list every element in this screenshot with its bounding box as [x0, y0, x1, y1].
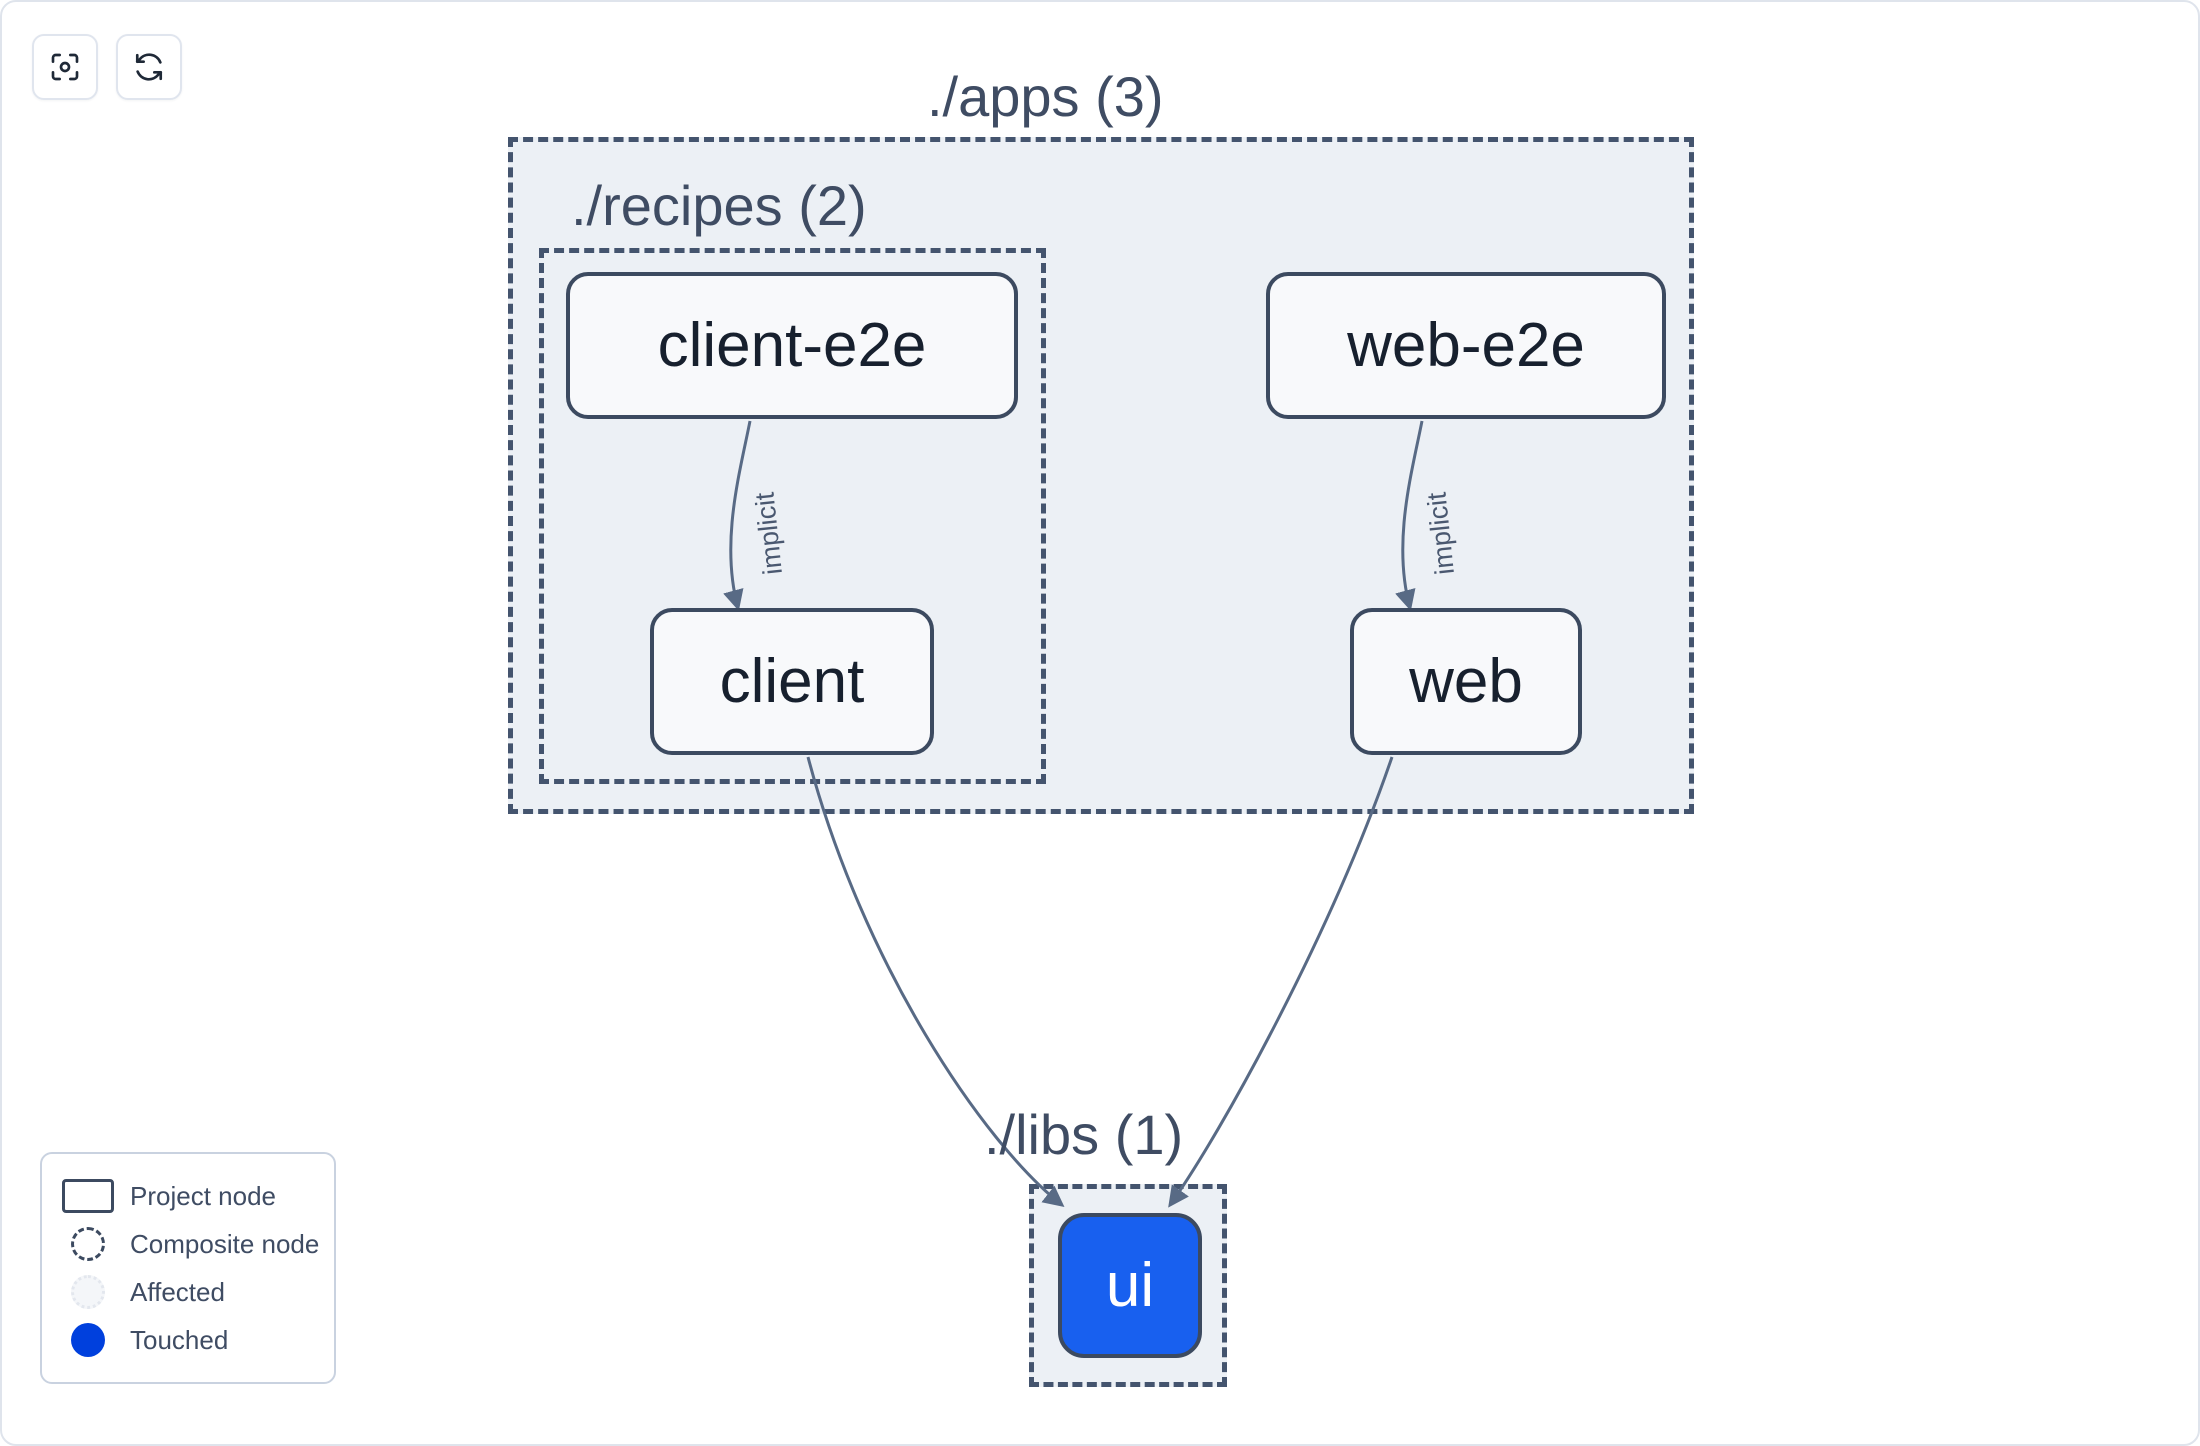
affected-swatch-icon	[60, 1275, 116, 1309]
focus-target-icon	[49, 51, 81, 83]
focus-graph-button[interactable]	[32, 34, 98, 100]
legend-label-touched: Touched	[130, 1325, 229, 1355]
node-client-e2e[interactable]: client-e2e	[566, 272, 1018, 419]
composite-node-swatch-icon	[60, 1227, 116, 1261]
legend-label-composite-node: Composite node	[130, 1229, 320, 1259]
group-label-apps: ./apps (3)	[927, 65, 1164, 128]
refresh-sync-icon	[133, 51, 165, 83]
project-node-swatch-icon	[60, 1179, 116, 1213]
graph-legend: Project node Composite node Affected Tou…	[40, 1152, 336, 1384]
edge-web-to-ui	[1168, 756, 1394, 1208]
legend-label-project-node: Project node	[130, 1181, 276, 1211]
node-web-e2e[interactable]: web-e2e	[1266, 272, 1666, 419]
node-label-ui: ui	[1105, 1250, 1155, 1320]
node-client[interactable]: client	[650, 608, 934, 755]
touched-swatch-icon	[60, 1323, 116, 1357]
graph-toolbar	[32, 34, 182, 100]
group-label-recipes: ./recipes (2)	[571, 174, 867, 237]
legend-item-touched: Touched	[60, 1316, 314, 1364]
legend-item-affected: Affected	[60, 1268, 314, 1316]
node-label-client: client	[719, 646, 865, 716]
refresh-graph-button[interactable]	[116, 34, 182, 100]
node-label-web-e2e: web-e2e	[1347, 310, 1585, 380]
legend-item-project-node: Project node	[60, 1172, 314, 1220]
group-label-libs: ./libs (1)	[984, 1103, 1184, 1166]
node-label-client-e2e: client-e2e	[657, 310, 927, 380]
node-ui[interactable]: ui	[1058, 1213, 1202, 1358]
legend-label-affected: Affected	[130, 1277, 225, 1307]
node-label-web: web	[1409, 646, 1523, 716]
legend-item-composite-node: Composite node	[60, 1220, 319, 1268]
node-web[interactable]: web	[1350, 608, 1582, 755]
